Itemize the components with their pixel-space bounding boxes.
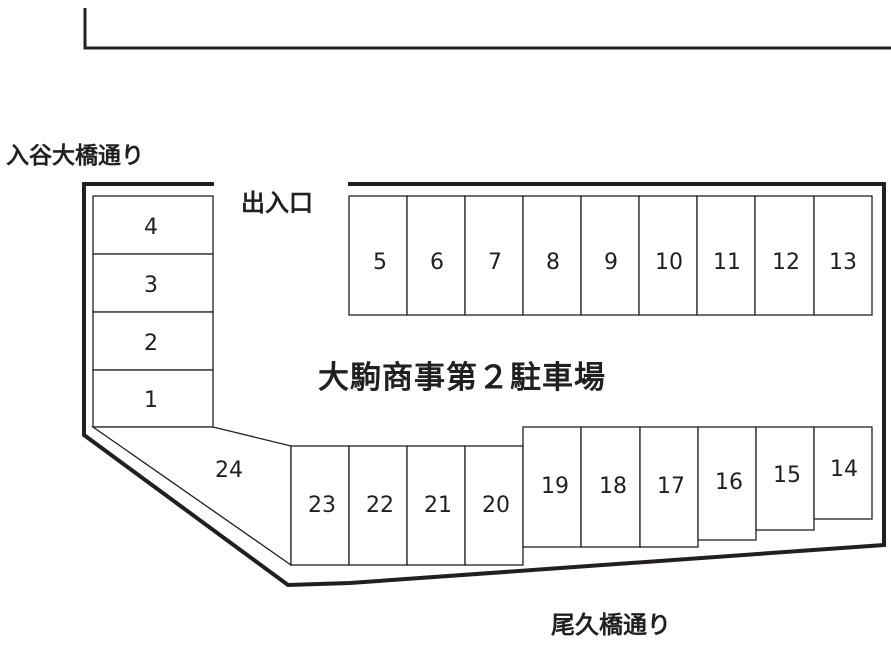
stall-22[interactable] <box>348 445 408 566</box>
stall-20[interactable] <box>464 445 524 566</box>
stall-3[interactable] <box>92 253 214 313</box>
stall-label: 19 <box>541 474 569 499</box>
lot-border-left <box>82 182 886 588</box>
stall-1[interactable] <box>92 369 214 428</box>
stall-label: 4 <box>144 215 158 240</box>
stall-label: 20 <box>482 493 510 518</box>
stall-label: 9 <box>604 250 618 275</box>
stall-6[interactable] <box>406 195 466 316</box>
stall-13[interactable] <box>813 195 873 316</box>
stall-21[interactable] <box>406 445 466 566</box>
stall-label: 22 <box>366 493 394 518</box>
stall-label: 11 <box>713 250 741 275</box>
stall-9[interactable] <box>580 195 640 316</box>
stall-14[interactable] <box>813 426 873 520</box>
stall-15[interactable] <box>755 426 815 531</box>
stall-label: 3 <box>144 273 158 298</box>
stall-12[interactable] <box>754 195 815 316</box>
stall-label: 24 <box>215 458 243 483</box>
stall-label: 12 <box>772 250 800 275</box>
stall-label: 8 <box>546 250 560 275</box>
stall-17[interactable] <box>639 426 699 548</box>
stalls <box>90 195 873 567</box>
stall-label: 16 <box>715 470 743 495</box>
stall-label: 10 <box>655 250 683 275</box>
stall-label: 17 <box>657 474 685 499</box>
street-label-left: 入谷大橋通り <box>6 143 144 169</box>
stall-label: 18 <box>599 474 627 499</box>
stall-label: 13 <box>829 250 857 275</box>
top-boundary-line <box>83 8 891 50</box>
stall-label: 1 <box>144 388 158 413</box>
stall-label: 23 <box>308 493 336 518</box>
stall-11[interactable] <box>696 195 756 316</box>
stall-label: 21 <box>424 493 452 518</box>
stall-label: 14 <box>830 457 858 482</box>
stall-label: 15 <box>773 463 801 488</box>
entrance-label: 出入口 <box>241 189 313 217</box>
stall-18[interactable] <box>580 426 641 548</box>
stall-numbers: 4 3 2 1 5 6 7 8 9 10 11 12 13 24 23 22 2… <box>144 215 858 518</box>
stall-10[interactable] <box>638 195 698 316</box>
stall-label: 5 <box>373 250 387 275</box>
lot-title: 大駒商事第２駐車場 <box>318 360 606 396</box>
stall-label: 7 <box>488 250 502 275</box>
stall-label: 2 <box>144 331 158 356</box>
street-label-bottom: 尾久橋通り <box>551 611 671 639</box>
stall-23[interactable] <box>290 445 350 566</box>
stall-24[interactable] <box>90 426 292 567</box>
stall-label: 6 <box>430 250 444 275</box>
stall-19[interactable] <box>522 426 582 548</box>
